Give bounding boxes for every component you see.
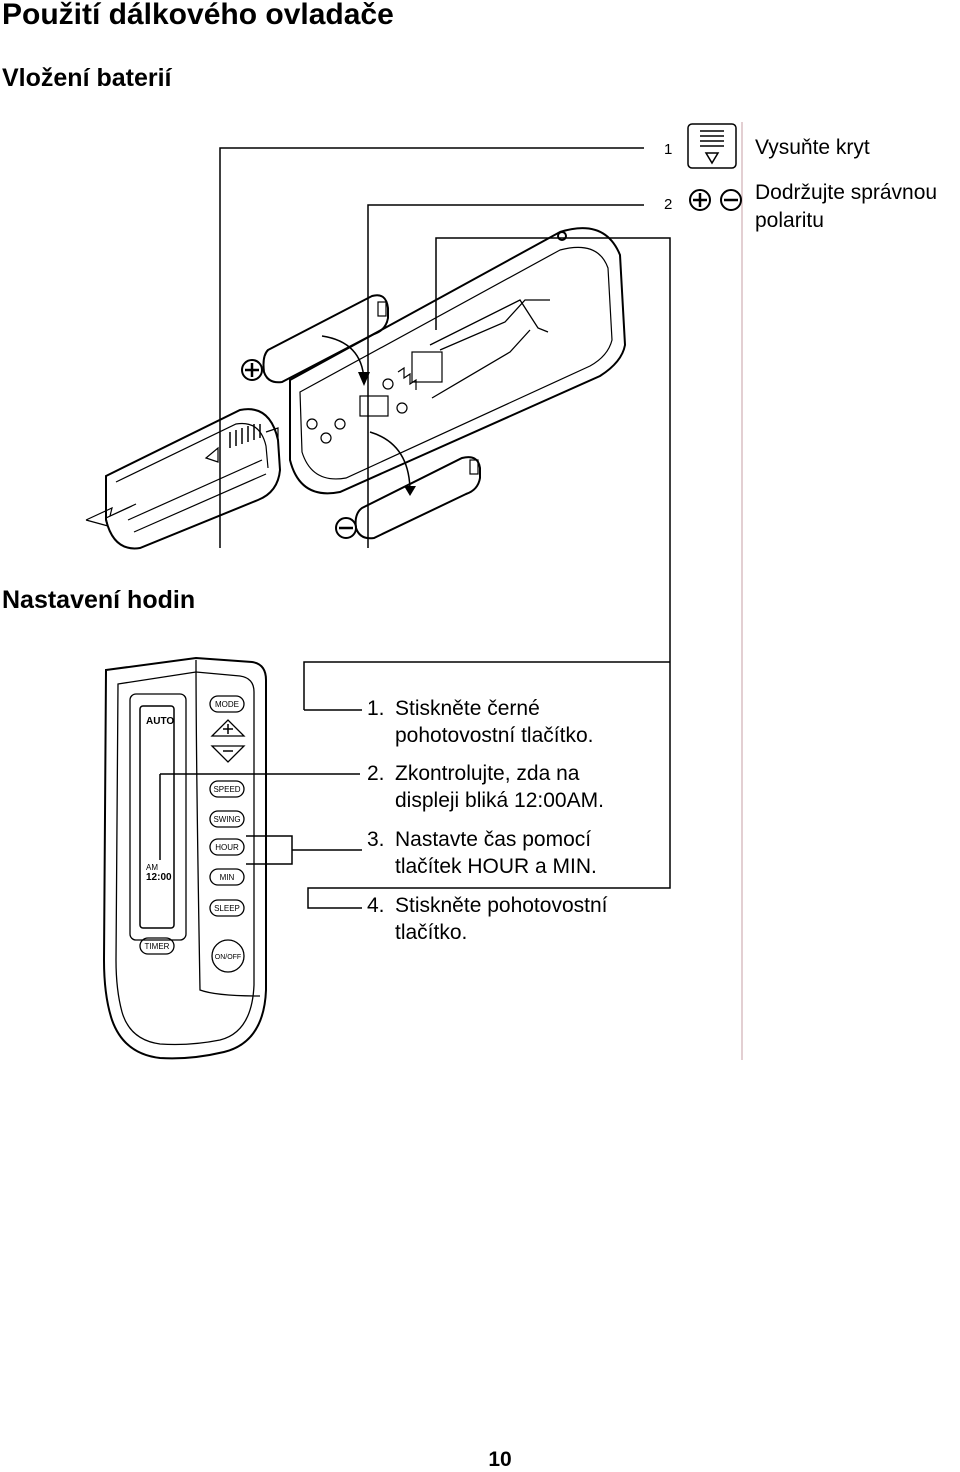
mode-button-label: MODE [215,700,239,709]
step-3: 3. Nastavte čas pomocí tlačítek HOUR a MI… [367,826,597,880]
page-number: 10 [488,1448,512,1471]
remote-control-drawing [102,656,267,1060]
step-text-line1: Stiskněte pohotovostní [395,894,608,917]
display-mode-label: AUTO [146,716,174,727]
step-4: 4. Stiskněte pohotovostní tlačítko. [367,892,607,946]
clock-section-heading: Nastavení hodin [2,586,196,614]
legend-number-2: 2 [664,196,672,213]
step-text-line2: displeji bliká 12:00AM. [395,789,604,812]
step-text-line2: tlačítek HOUR a MIN. [395,855,597,878]
step-text-line1: Nastavte čas pomocí [395,828,592,851]
up-button [210,719,246,737]
step-text-line1: Stiskněte černé [395,697,540,720]
display-time-label: 12:00 [146,872,172,883]
step-number: 2. [367,762,385,785]
step-number: 1. [367,697,385,720]
step-number: 3. [367,828,385,851]
mode-button [209,695,245,713]
speed-button [209,780,245,798]
timer-button-label: TIMER [145,942,170,951]
speed-button-label: SPEED [213,785,240,794]
min-button-label: MIN [220,873,235,882]
leader-line-2 [367,204,644,548]
onoff-button-label: ON/OFF [215,954,241,961]
step-number: 4. [367,894,385,917]
remote-display [139,705,175,929]
min-button [209,868,245,886]
page-title: Použití dálkového ovladače [2,0,394,31]
battery-plus-icon [241,359,263,381]
step-1: 1. Stiskněte černé pohotovostní tlačítko. [367,695,593,749]
legend-text-1: Vysuňte kryt [755,136,870,159]
step-text-line2: tlačítko. [395,921,468,944]
legend-text-2: Dodržujte správnou polaritu [755,181,938,232]
frame-line [307,237,671,909]
slide-cover-icon [687,123,737,169]
swing-button-label: SWING [213,815,240,824]
step-text-line1: Zkontrolujte, zda na [395,762,580,785]
battery-compartment-drawing [85,227,627,550]
sleep-button-label: SLEEP [214,904,240,913]
battery-section-heading: Vložení baterií [2,64,172,92]
swing-button [209,810,245,828]
step1-leader-top [303,661,670,710]
leader-line-1 [219,147,644,548]
sleep-button [209,899,245,917]
down-button [210,745,246,763]
onoff-button [211,939,245,973]
minus-polarity-icon [720,189,742,211]
hour-button-label: HOUR [215,843,239,852]
battery-minus-icon [335,517,357,539]
hour-button [209,838,245,856]
step-text-line2: pohotovostní tlačítko. [395,724,594,747]
plus-polarity-icon [689,189,711,211]
timer-button [139,937,175,955]
display-ampm-label: AM [146,863,158,872]
hour-min-bracket [246,835,293,865]
legend-number-1: 1 [664,141,672,158]
step-2: 2. Zkontrolujte, zda na displeji bliká 12… [367,760,604,814]
